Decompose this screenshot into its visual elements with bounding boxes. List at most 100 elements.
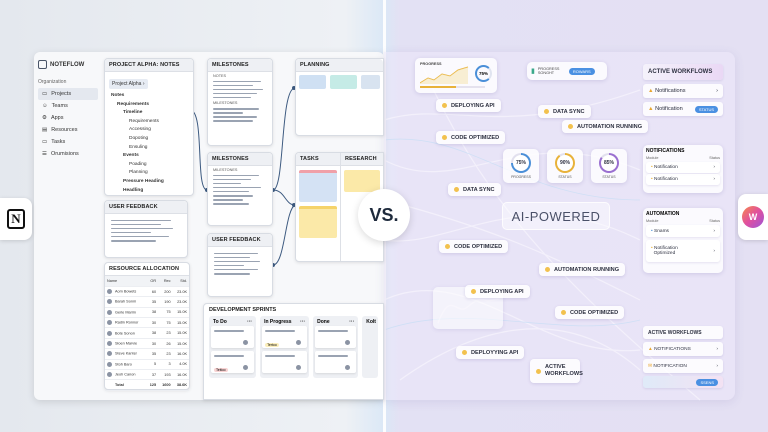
cell-text: 23 [166,351,171,356]
users-icon: ☺ [42,103,48,109]
gauge-ring: 90% [555,153,575,173]
apps-icon: ⚙ [42,115,47,121]
tree-item[interactable]: Requirements [129,118,159,124]
automation-row[interactable]: • Snams› [646,225,720,237]
tree-item[interactable]: Pressure Heading [123,178,164,184]
project-notes-card: PROJECT ALPHA: NOTES Project Alpha › Not… [104,58,194,196]
name-cell: Sloen Marvie [105,338,147,350]
bell-icon: ▲ [648,346,653,352]
rewards-badge[interactable]: ROWARS [568,67,595,75]
cell-text: 5 [154,362,157,367]
kanban-card[interactable] [315,326,357,348]
sidebar-item-teams[interactable]: ☺Teams [38,100,98,112]
column-header: Module [646,156,659,160]
gauge-ring: 75% [511,153,531,173]
notification-row[interactable]: • Notification› [646,174,720,185]
project-chip[interactable]: Project Alpha › [109,79,148,89]
notification-row[interactable]: ✉ NOTIFICATION› [643,359,723,373]
more-icon[interactable]: ··· [247,319,253,325]
notification-row[interactable]: ▲ Notifications› [643,84,723,98]
pill-label: DATA SYNC [463,186,495,193]
tree-item[interactable]: Poading [129,161,147,167]
value-cell: 37 [146,369,159,381]
kanban-card[interactable] [211,326,255,348]
task-note[interactable] [299,206,337,238]
tree-item[interactable]: Timeline [123,110,143,116]
gauge-label: STATUS [602,175,616,179]
automation-row[interactable]: • Notification Optimized› [646,240,720,262]
panel-title: ACTIVE WORKFLOWS [643,64,723,80]
kanban-card[interactable] [315,351,357,373]
notification-row[interactable]: ▲ NOTIFICATIONS› [643,342,723,356]
tree-item[interactable]: Notes [111,93,125,98]
value-cell: 23.0K [172,286,189,298]
notion-app-icon[interactable]: N [0,198,32,240]
more-icon[interactable]: ··· [349,319,355,325]
tree-item[interactable]: Dopoting [129,135,149,141]
planning-note[interactable] [299,75,326,89]
research-note[interactable] [344,170,380,192]
gauge-value: 90% [557,155,573,171]
tree-item[interactable]: Headling [123,187,144,193]
status-pill: CODE OPTIMIZED [555,306,625,319]
tree-item[interactable]: Planning [129,170,148,176]
tree-item[interactable]: Events [123,153,139,159]
column-title: In Progress [264,319,292,325]
pill-label: AUTOMATION RUNNING [577,123,643,130]
card-title: PLANNING [296,59,383,72]
planning-note[interactable] [360,75,380,89]
tree-item[interactable]: Accessing [129,127,151,133]
avatar [107,361,112,367]
sidebar-section-label: Organization [38,79,67,85]
value-cell: 15.0K [172,307,189,319]
gauge-ring: 85% [599,153,619,173]
tree-item[interactable]: Requirements [117,101,149,107]
kanban-card[interactable]: Tettoo [211,351,255,373]
folder-icon: ▭ [42,139,48,145]
avatar [345,340,351,345]
planning-board: PLANNING [295,58,384,136]
cell-text: 38 [151,310,157,315]
name-cell: Gerie Marim [105,307,147,319]
row-label: Notification [654,177,678,182]
value-cell: 4.0K [172,359,189,371]
notification-row[interactable]: • Notification› [646,162,720,173]
planning-note[interactable] [329,75,357,89]
kanban-card[interactable]: Tertoo [262,326,308,348]
kanban-card[interactable] [262,351,308,373]
task-note[interactable] [299,170,337,202]
name-cell: Jeoh Canon [105,369,147,381]
sidebar-item-tasks[interactable]: ▭Tasks [38,136,98,148]
sidebar-item-label: Apps [50,115,64,121]
more-icon[interactable]: ··· [300,319,306,325]
sidebar-item-resources[interactable]: ▤Resources [38,124,98,136]
ai-app-icon[interactable]: W [738,194,768,240]
warning-icon: ▲ [648,88,654,94]
sidebar-item-apps[interactable]: ⚙Apps [38,112,98,124]
row-label: Snams [654,228,669,234]
tree-item[interactable]: Ensuling [129,144,148,150]
sidebar-item-projects[interactable]: ▭Projects [38,88,98,100]
value-cell: 60 [146,286,159,298]
sidebar-item-orumisions[interactable]: ☰Orumisions [38,148,98,160]
value-cell: 15.0K [172,317,189,329]
status-row: SSENS [643,376,723,388]
cell-text: 15.0K [177,331,187,336]
status-pill: DATA SYNC [448,183,501,196]
value-cell: 38 [146,327,159,339]
pill-label: DATA SYNC [553,108,585,115]
tag: Tertoo [265,342,279,347]
